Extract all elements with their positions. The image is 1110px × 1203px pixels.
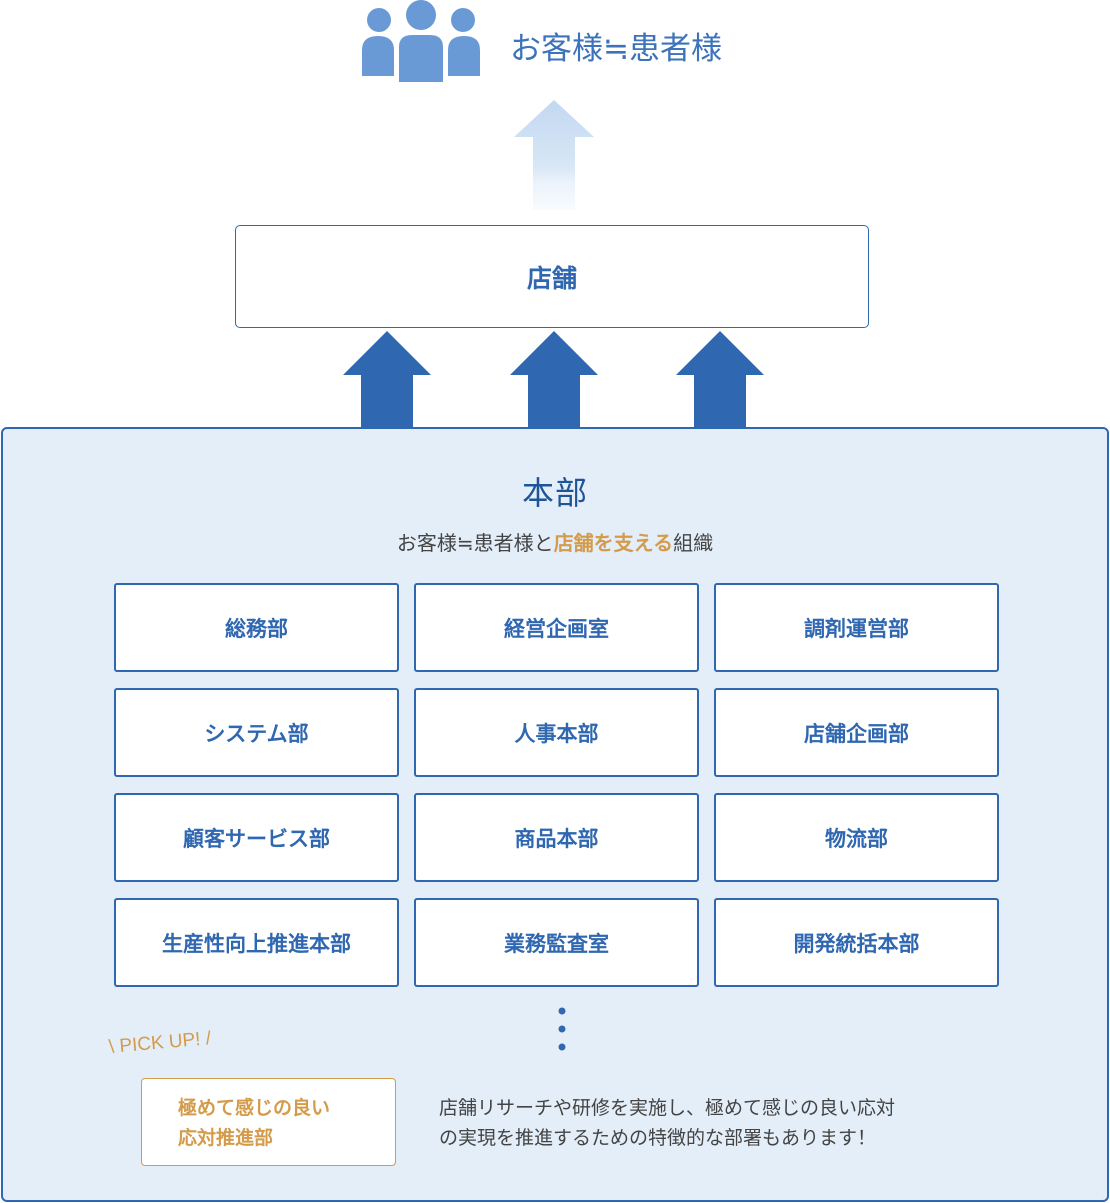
department-grid: 総務部 経営企画室 調剤運営部 システム部 人事本部 店舗企画部 顧客サービス部… [114, 583, 1000, 987]
headquarters-subtitle: お客様≒患者様と店舗を支える組織 [3, 527, 1107, 556]
headquarters-title: 本部 [521, 474, 588, 512]
subtitle-before: お客様≒患者様と [396, 531, 554, 555]
light-up-arrow-icon [514, 100, 594, 210]
headquarters-panel: 本部 お客様≒患者様と店舗を支える組織 総務部 経営企画室 調剤運営部 システム… [1, 427, 1109, 1202]
pickup-label: \ PICK UP! / [108, 1028, 212, 1058]
department-box: 経営企画室 [414, 583, 699, 672]
customer-title: お客様≒患者様 [510, 31, 723, 67]
subtitle-after: 組織 [673, 531, 714, 555]
customer-store-flow: お客様≒患者様 店舗 [0, 0, 1110, 430]
department-box: システム部 [114, 688, 399, 777]
department-box: 顧客サービス部 [114, 793, 399, 882]
department-box: 商品本部 [414, 793, 699, 882]
pickup-department-box: 極めて感じの良い 応対推進部 [141, 1078, 396, 1166]
blue-up-arrow-icon [510, 331, 598, 430]
department-box: 生産性向上推進本部 [114, 898, 399, 987]
department-box: 店舗企画部 [714, 688, 999, 777]
blue-up-arrow-icon [676, 331, 764, 430]
blue-up-arrow-icon [343, 331, 431, 430]
people-group-icon [362, 0, 480, 82]
department-box: 業務監査室 [414, 898, 699, 987]
department-box: 総務部 [114, 583, 399, 672]
department-box: 物流部 [714, 793, 999, 882]
department-box: 調剤運営部 [714, 583, 999, 672]
store-box: 店舗 [235, 225, 869, 328]
department-box: 人事本部 [414, 688, 699, 777]
vertical-dots-icon [558, 1007, 566, 1051]
pickup-description: 店舗リサーチや研修を実施し、極めて感じの良い応対 の実現を推進するための特徴的な… [439, 1097, 896, 1149]
subtitle-accent: 店舗を支える [553, 531, 674, 555]
department-box: 開発統括本部 [714, 898, 999, 987]
